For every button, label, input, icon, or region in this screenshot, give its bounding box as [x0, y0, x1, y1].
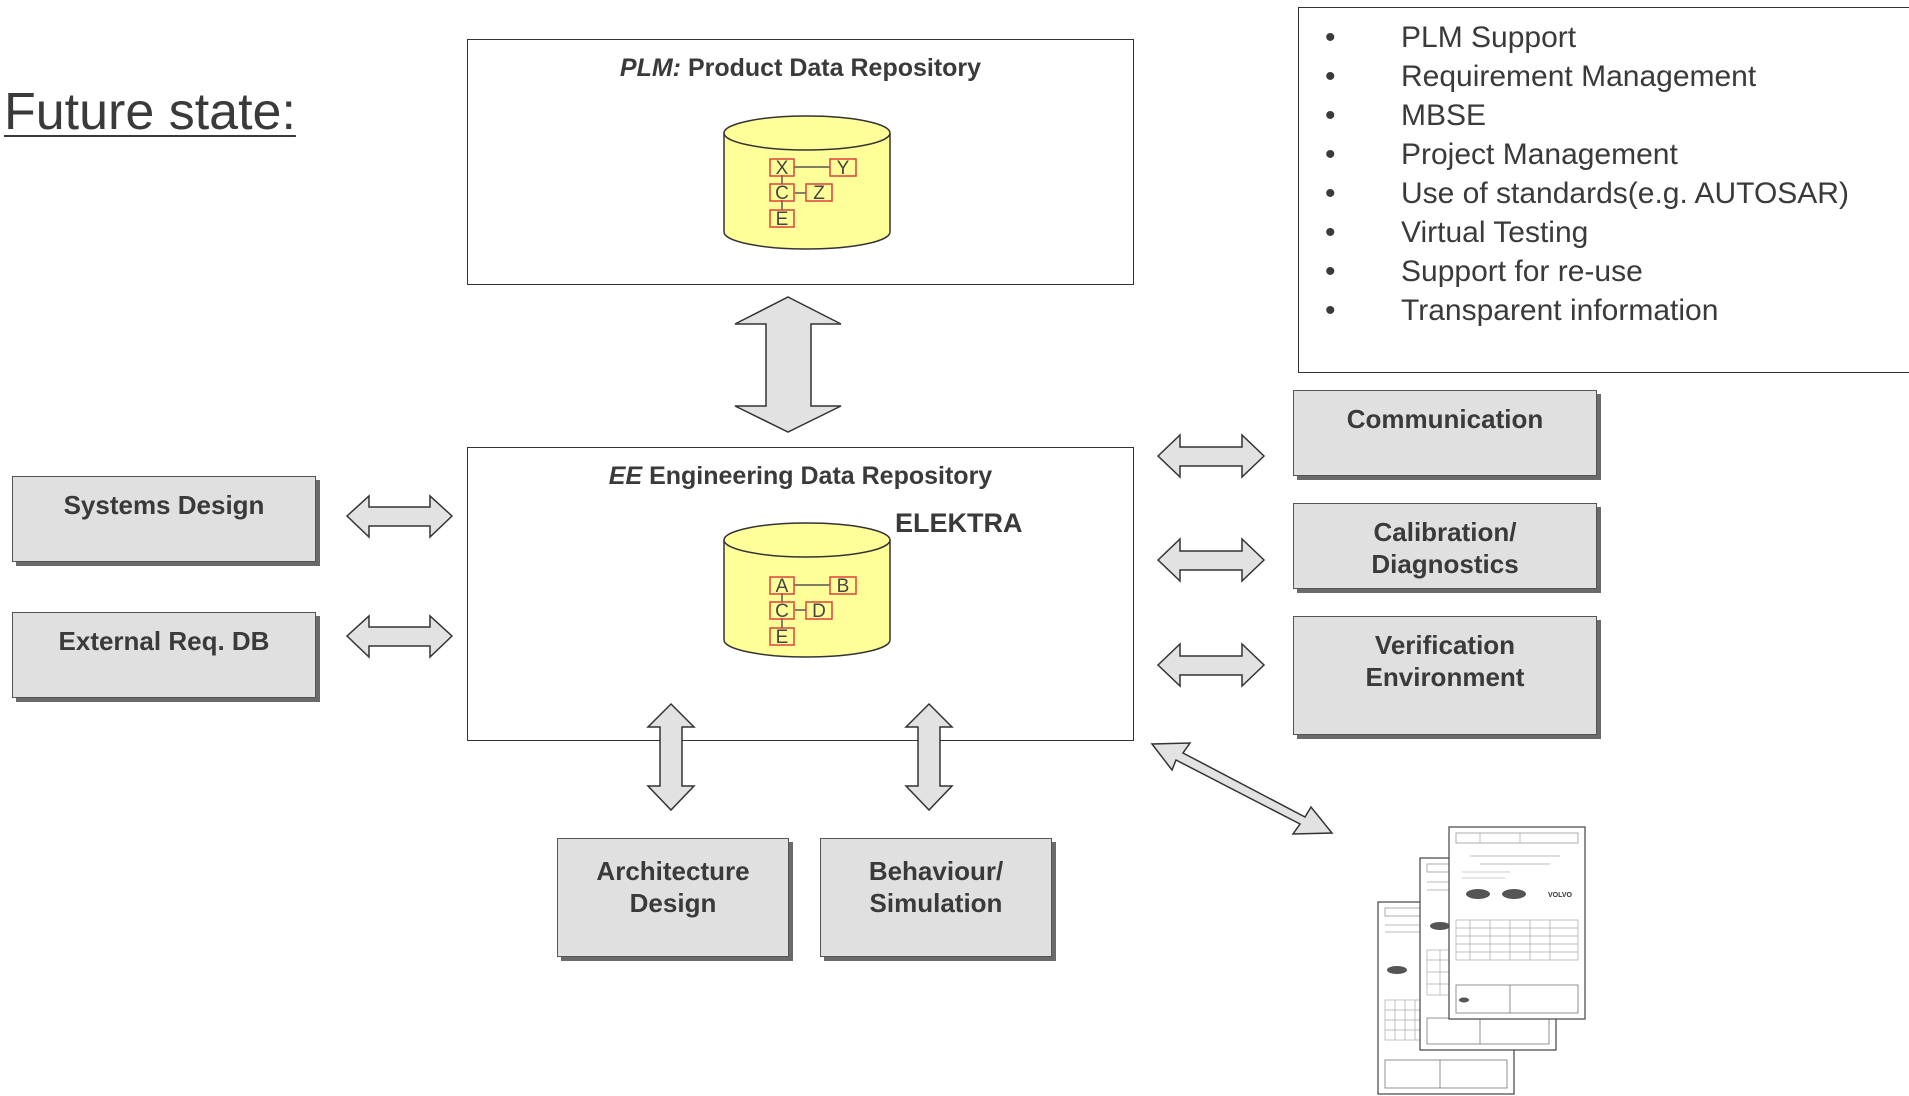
ee-node-d: D	[812, 601, 826, 622]
ee-node-labels: A B C D E	[775, 576, 849, 648]
bullet-icon: •	[1325, 177, 1336, 210]
systems-design-double-arrow	[345, 494, 454, 539]
bullet-icon: •	[1325, 138, 1336, 171]
architecture-design-box: Architecture Design	[557, 838, 789, 957]
verification-environment-label: Verification Environment	[1365, 630, 1525, 692]
external-req-db-double-arrow	[345, 614, 454, 659]
bullet-icon: •	[1325, 60, 1336, 93]
bullet-icon: •	[1325, 216, 1336, 249]
benefit-text: Support for re-use	[1401, 255, 1643, 288]
ee-node-e: E	[776, 627, 789, 648]
ee-node-b: B	[837, 576, 850, 597]
communication-double-arrow	[1156, 433, 1266, 479]
ee-title-italic: EE	[608, 462, 643, 490]
benefits-list-box: • PLM Support • Requirement Management • MBSE…	[1298, 7, 1909, 373]
benefit-text: Requirement Management	[1401, 60, 1757, 93]
verification-environment-box: Verification Environment	[1293, 616, 1597, 735]
bullet-icon: •	[1325, 99, 1336, 132]
plm-node-z: Z	[813, 183, 825, 204]
ee-node-a: A	[776, 576, 789, 597]
plm-node-labels: X Y C Z E	[775, 158, 850, 230]
benefit-text: Virtual Testing	[1401, 216, 1589, 249]
ee-database-icon	[723, 522, 891, 658]
calibration-diagnostics-label: Calibration/ Diagnostics	[1371, 517, 1519, 579]
ee-node-c: C	[775, 601, 789, 622]
bullet-icon: •	[1325, 294, 1336, 327]
bullet-icon: •	[1325, 21, 1336, 54]
calibration-diagnostics-box: Calibration/ Diagnostics	[1293, 503, 1597, 589]
communication-label: Communication	[1346, 404, 1544, 434]
architecture-design-label: Architecture Design	[596, 856, 750, 918]
ee-node-graph	[769, 576, 857, 646]
bullet-icon: •	[1325, 255, 1336, 288]
documents-double-arrow	[1150, 742, 1334, 835]
communication-box: Communication	[1293, 390, 1597, 476]
benefit-text: PLM Support	[1401, 21, 1577, 54]
benefit-text: Project Management	[1401, 138, 1678, 171]
systems-design-label: Systems Design	[63, 490, 265, 520]
plm-repository-title: PLM: Product Data Repository	[468, 54, 1133, 83]
benefit-text: Use of standards(e.g. AUTOSAR)	[1401, 177, 1849, 210]
elektra-label: ELEKTRA	[895, 508, 1023, 538]
plm-ee-double-arrow	[734, 296, 842, 433]
benefit-text: Transparent information	[1401, 294, 1719, 327]
ee-title-rest: Engineering Data Repository	[642, 462, 993, 490]
page-title: Future state:	[4, 83, 296, 141]
benefit-text: MBSE	[1401, 99, 1487, 132]
plm-node-c: C	[775, 183, 789, 204]
behaviour-simulation-label: Behaviour/ Simulation	[868, 856, 1004, 918]
calibration-double-arrow	[1156, 537, 1266, 583]
behaviour-double-arrow	[904, 702, 954, 812]
behaviour-simulation-box: Behaviour/ Simulation	[820, 838, 1052, 957]
plm-node-graph	[769, 158, 857, 228]
external-req-db-label: External Req. DB	[58, 626, 270, 656]
plm-title-rest: Product Data Repository	[681, 54, 982, 82]
plm-title-italic: PLM:	[619, 54, 682, 82]
doc-logo-text: VOLVO	[1548, 892, 1573, 899]
verification-double-arrow	[1156, 642, 1266, 688]
ee-repository-title: EE Engineering Data Repository	[468, 462, 1133, 491]
plm-node-e: E	[776, 209, 789, 230]
specification-documents-icon: VOLVO	[1377, 826, 1586, 1095]
systems-design-box: Systems Design	[12, 476, 316, 562]
architecture-double-arrow	[646, 702, 696, 812]
plm-node-x: X	[776, 158, 789, 179]
plm-database-icon	[723, 115, 891, 250]
plm-node-y: Y	[837, 158, 850, 179]
external-req-db-box: External Req. DB	[12, 612, 316, 698]
